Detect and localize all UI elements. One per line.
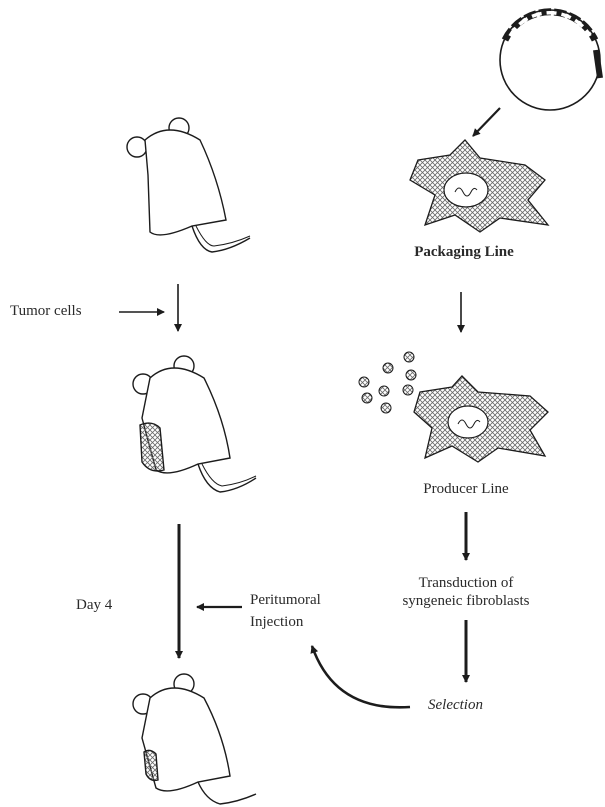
packaging-line-label: Packaging Line bbox=[414, 244, 514, 261]
curved-arrow-selection-to-injection bbox=[312, 646, 410, 707]
day-4-label: Day 4 bbox=[76, 597, 112, 614]
transduction-label: Transduction of syngeneic fibroblasts bbox=[402, 574, 529, 610]
packaging-cell bbox=[410, 140, 548, 232]
peritumoral-line-2: Injection bbox=[250, 611, 321, 633]
transduction-line-1: Transduction of bbox=[402, 574, 529, 592]
mouse-1 bbox=[127, 118, 250, 252]
transduction-line-2: syngeneic fibroblasts bbox=[402, 592, 529, 610]
arrow-plasmid-to-packaging bbox=[473, 108, 500, 136]
mouse-3 bbox=[133, 674, 256, 804]
producer-line-label: Producer Line bbox=[423, 481, 508, 498]
selection-label: Selection bbox=[428, 697, 483, 714]
viral-particles bbox=[359, 352, 416, 413]
producer-cell bbox=[414, 376, 548, 462]
plasmid-vector bbox=[500, 10, 600, 110]
peritumoral-injection-label: Peritumoral Injection bbox=[250, 589, 321, 633]
mouse-2 bbox=[133, 356, 256, 492]
peritumoral-line-1: Peritumoral bbox=[250, 589, 321, 611]
tumor-cells-label: Tumor cells bbox=[10, 303, 82, 320]
